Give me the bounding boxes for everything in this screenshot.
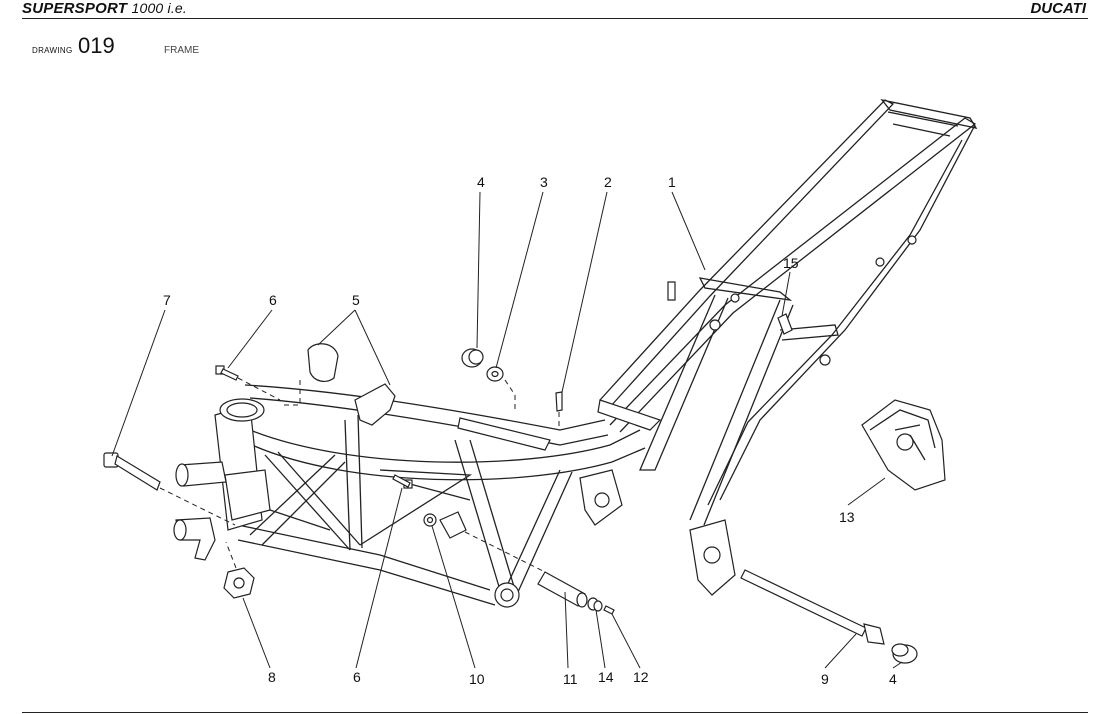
callout-8: 8 bbox=[268, 669, 276, 685]
screw-6-upper bbox=[215, 365, 281, 401]
leader-lines bbox=[111, 191, 903, 669]
frame-main-structure bbox=[214, 99, 978, 608]
spacer-3 bbox=[486, 366, 516, 410]
callout-9: 9 bbox=[821, 671, 829, 687]
steering-stop-brackets bbox=[173, 461, 227, 561]
callout-15: 15 bbox=[783, 255, 799, 271]
bolt-7 bbox=[103, 452, 236, 526]
callout-7: 7 bbox=[163, 292, 171, 308]
callout-6-upper: 6 bbox=[269, 292, 277, 308]
plug-4-right bbox=[891, 643, 918, 664]
model-suffix: 1000 i.e. bbox=[131, 0, 187, 16]
brand-logo: DUCATI bbox=[1030, 0, 1086, 17]
callout-12: 12 bbox=[633, 669, 649, 685]
screw-12 bbox=[603, 605, 615, 615]
screw-6-lower bbox=[392, 474, 413, 489]
callout-6-lower: 6 bbox=[353, 669, 361, 685]
callout-10: 10 bbox=[469, 671, 485, 687]
callout-4-lower: 4 bbox=[889, 671, 897, 687]
section-name: FRAME bbox=[164, 45, 199, 56]
cap-13 bbox=[861, 399, 946, 491]
rubber-buffer-4 bbox=[461, 348, 484, 368]
callout-labels: 1 2 3 4 5 6 7 6 8 10 11 14 12 9 4 13 15 bbox=[163, 174, 897, 687]
callout-13: 13 bbox=[839, 509, 855, 525]
bush-14 bbox=[587, 597, 603, 612]
nut-8 bbox=[223, 541, 255, 599]
screw-2 bbox=[555, 391, 563, 428]
callout-4: 4 bbox=[477, 174, 485, 190]
callout-14: 14 bbox=[598, 669, 614, 685]
callout-3: 3 bbox=[540, 174, 548, 190]
model-name: SUPERSPORT bbox=[22, 0, 128, 17]
pivot-shaft-9 bbox=[740, 569, 885, 645]
spacer-11 bbox=[537, 571, 588, 608]
callout-1: 1 bbox=[668, 174, 676, 190]
callout-5: 5 bbox=[352, 292, 360, 308]
clip-15 bbox=[777, 313, 793, 335]
washer-10 bbox=[423, 511, 546, 573]
callout-2: 2 bbox=[604, 174, 612, 190]
header-rule bbox=[22, 18, 1088, 19]
callout-11: 11 bbox=[563, 671, 578, 687]
model-title: SUPERSPORT 1000 i.e. bbox=[22, 0, 187, 17]
drawing-number: 019 bbox=[78, 33, 115, 58]
cover-5 bbox=[280, 343, 396, 426]
drawing-label: DRAWING bbox=[32, 46, 73, 55]
footer-rule bbox=[22, 712, 1088, 713]
